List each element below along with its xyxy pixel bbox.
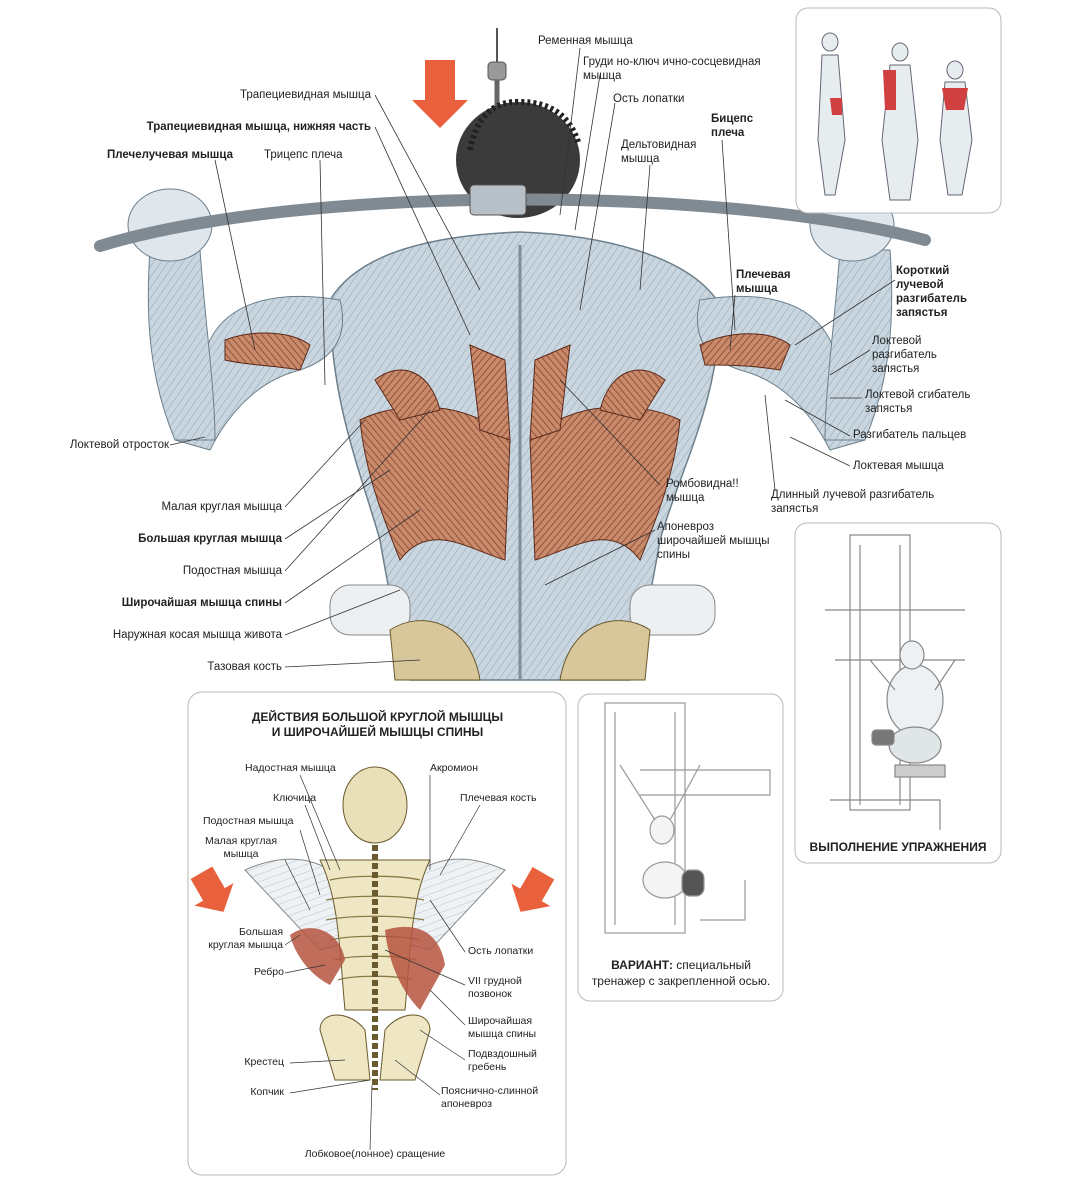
skeleton-panel-title: ДЕЙСТВИЯ БОЛЬШОЙ КРУГЛОЙ МЫШЦЫ И ШИРОЧАЙ…: [251, 710, 504, 739]
mini-figures: [817, 32, 973, 201]
skel-label-pubic-symphysis: Лобковое(лонное) сращение: [304, 1148, 446, 1160]
label-ecu: Локтевой разгибатель запястья: [872, 335, 937, 375]
label-deltoid: Дельтовидная мышца: [621, 139, 697, 165]
label-external-oblique: Наружная косая мышца живота: [112, 629, 282, 641]
label-biceps: Бицепс плеча: [711, 113, 754, 139]
variant-caption: ВАРИАНТ: специальный тренажер с закрепле…: [586, 957, 776, 989]
label-rhomboid: Ромбовидна!! мышца: [666, 478, 739, 504]
teres-right: [599, 369, 666, 421]
label-extensor-digitorum: Разгибатель пальцев: [853, 429, 967, 441]
left-arrow-icon: [190, 866, 234, 912]
skel-label-humerus: Плечевая кость: [460, 792, 537, 804]
label-triceps: Трицепс плеча: [264, 149, 343, 161]
label-olecranon: Локтевой отросток: [69, 439, 169, 451]
main-figure: [94, 28, 931, 681]
knee-pad-right: [629, 584, 716, 636]
skel-label-lumbar-aponeurosis: Пояснично-слинной апоневроз: [441, 1085, 539, 1110]
skeleton-figure: [190, 766, 555, 1090]
label-brachialis: Плечевая мышца: [736, 269, 791, 295]
skel-label-iliac-crest: Подвздошный гребень: [468, 1048, 537, 1073]
skel-label-teres-major: Большая круглая мышца: [208, 926, 283, 951]
label-scapular-spine: Ость лопатки: [613, 93, 685, 105]
skel-label-scapular-spine: Ость лопатки: [468, 945, 534, 957]
leader-lines: [169, 47, 896, 668]
label-aponeurosis: Апоневроз широчайшей мышцы спины: [657, 521, 770, 561]
skel-label-coccyx: Копчик: [250, 1086, 284, 1098]
label-brachioradialis: Плечелучевая мышца: [107, 149, 233, 161]
down-arrow-icon: [412, 60, 468, 128]
label-ecr-longus: Длинный лучевой разгибатель запястья: [771, 489, 935, 515]
skel-label-rib: Ребро: [254, 966, 284, 978]
skel-label-t7: VII грудной позвонок: [468, 975, 522, 1000]
label-pelvis: Тазовая кость: [207, 661, 282, 673]
right-arrow-icon: [511, 866, 555, 912]
variant-panel: [577, 693, 784, 1002]
skel-label-supraspinatus: Надостная мышца: [245, 762, 336, 774]
label-latissimus: Широчайшая мышца спины: [121, 597, 282, 609]
variant-machine: [604, 702, 771, 934]
skel-label-clavicle: Ключица: [273, 792, 317, 804]
skel-label-acromion: Акромион: [430, 762, 478, 774]
skel-label-sacrum: Крестец: [244, 1056, 284, 1068]
label-trapezius: Трапециевидная мышца: [240, 89, 371, 101]
skel-label-teres-minor: Малая круглая мышца: [204, 835, 278, 860]
skeleton-leader-lines: [284, 774, 481, 1151]
rhomboid-left: [469, 344, 511, 441]
pelvis-left: [389, 620, 481, 681]
pulley-hook: [487, 61, 507, 81]
label-fcu: Локтевой сгибатель запястья: [865, 389, 971, 415]
label-ecr-brevis: Короткий лучевой разгибатель запястья: [896, 265, 968, 319]
label-infraspinatus: Подостная мышца: [182, 565, 282, 577]
label-teres-minor: Малая круглая мышца: [161, 501, 282, 513]
rhomboid-right: [529, 344, 571, 441]
bar-clamp: [469, 184, 527, 216]
teres-left: [374, 369, 441, 421]
label-trapezius-lower: Трапециевидная мышца, нижняя часть: [146, 121, 371, 133]
pelvis-right: [559, 620, 651, 681]
right-brachialis: [699, 333, 791, 371]
execution-caption: ВЫПОЛНЕНИЕ УПРАЖНЕНИЯ: [809, 840, 987, 854]
knee-pad-left: [329, 584, 411, 636]
left-forearm: [147, 249, 216, 441]
torso: [329, 231, 721, 681]
label-sternocleidomastoid: Груди но-ключ ично-сосцевидная мышца: [583, 56, 761, 82]
skel-label-latissimus: Широчайшая мышца спины: [468, 1015, 537, 1040]
label-anconeus: Локтевая мышца: [853, 460, 944, 472]
label-splenius: Ременная мышца: [538, 35, 633, 47]
variant-caption-text: специальный тренажер с закрепленной осью…: [591, 958, 771, 988]
skel-label-infraspinatus: Подостная мышца: [203, 815, 294, 827]
variant-caption-bold: ВАРИАНТ:: [611, 958, 673, 972]
left-brachioradialis: [224, 332, 311, 371]
label-teres-major: Большая круглая мышца: [138, 533, 282, 545]
execution-machine: [825, 534, 965, 830]
